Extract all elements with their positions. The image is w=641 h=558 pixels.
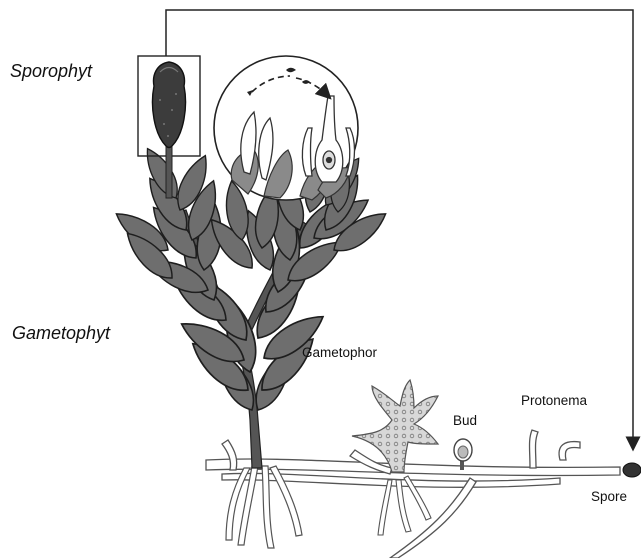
gametophyt-label: Gametophyt [12,324,110,342]
spore [623,463,641,477]
gametophor-label: Gametophor [302,346,377,360]
sporophyt-label: Sporophyt [10,62,92,80]
main-gametophyte [110,144,391,468]
bud-label: Bud [453,414,477,428]
spore-label: Spore [591,490,627,504]
gametangia-inset [214,56,358,200]
protonema-label: Protonema [521,394,587,408]
